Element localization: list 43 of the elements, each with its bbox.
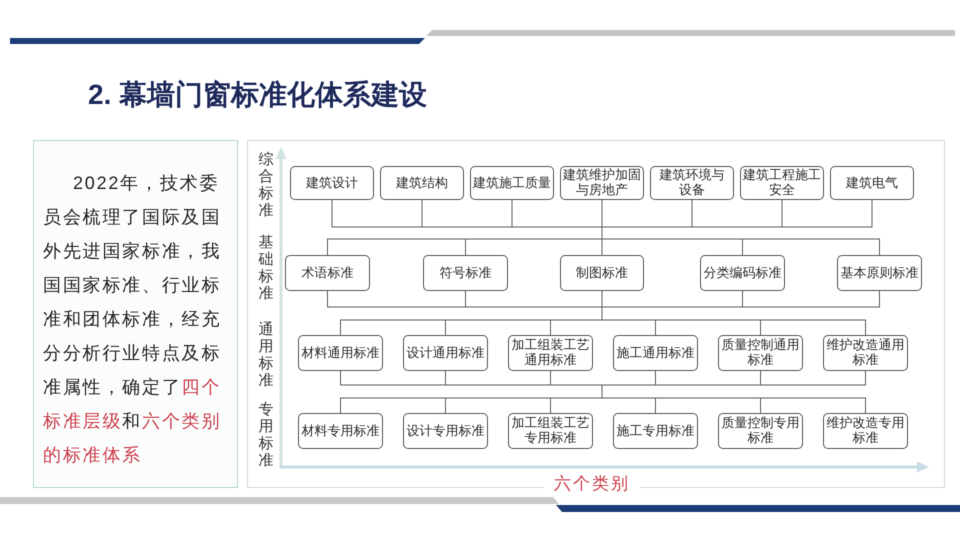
standard-box: 施工通用标准 [613, 335, 698, 371]
standard-box: 加工组装工艺专用标准 [508, 413, 593, 449]
connector-line [602, 238, 880, 256]
level-label: 综合标准 [258, 151, 274, 219]
note-card [33, 140, 238, 488]
standard-box: 建筑结构 [380, 166, 464, 200]
title: 2. 幕墙门窗标准化体系建设 [88, 78, 428, 112]
connector-line [550, 320, 602, 336]
standard-box: 分类编码标准 [700, 255, 785, 291]
connector-line [602, 200, 872, 228]
standard-box: 建筑环境与设备 [650, 166, 734, 200]
standard-box: 建筑维护加固与房地产 [560, 166, 644, 200]
connector-line [602, 398, 866, 414]
standard-box: 加工组装工艺通用标准 [508, 335, 593, 371]
level-label: 通用标准 [258, 321, 274, 389]
standard-box: 术语标准 [285, 255, 370, 291]
standard-box: 符号标准 [423, 255, 508, 291]
standard-box: 建筑电气 [830, 166, 914, 200]
standard-box: 维护改造专用标准 [823, 413, 908, 449]
connector-line [550, 370, 602, 386]
standard-box: 设计专用标准 [403, 413, 488, 449]
connector-line [602, 320, 866, 336]
connector-line [465, 290, 602, 308]
level-label: 专用标准 [258, 401, 274, 469]
standard-box: 制图标准 [560, 255, 644, 291]
connector-line [512, 200, 602, 228]
standard-box: 基本原则标准 [837, 255, 922, 291]
standard-box: 施工专用标准 [613, 413, 698, 449]
standard-box: 材料通用标准 [298, 335, 383, 371]
connector-line [602, 290, 880, 308]
level-label: 基础标准 [258, 234, 274, 302]
standard-box: 质量控制通用标准 [718, 335, 803, 371]
connector-line [550, 398, 602, 414]
paragraph: 2022年，技术委员会梳理了国际及国外先进国家标准，我国国家标准、行业标准和团体标准，经充分分析行业特点及标准属性，确定了四个标准层级和六个类别的标准体系 [43, 172, 222, 467]
connector-line [465, 238, 602, 256]
standard-box: 建筑施工质量 [470, 166, 554, 200]
standard-box: 材料专用标准 [298, 413, 383, 449]
standard-box: 质量控制专用标准 [718, 413, 803, 449]
standard-box: 建筑工程施工安全 [740, 166, 824, 200]
standard-box: 建筑设计 [290, 166, 374, 200]
standard-box: 维护改造通用标准 [823, 335, 908, 371]
connector-line [602, 370, 866, 386]
standard-box: 设计通用标准 [403, 335, 488, 371]
